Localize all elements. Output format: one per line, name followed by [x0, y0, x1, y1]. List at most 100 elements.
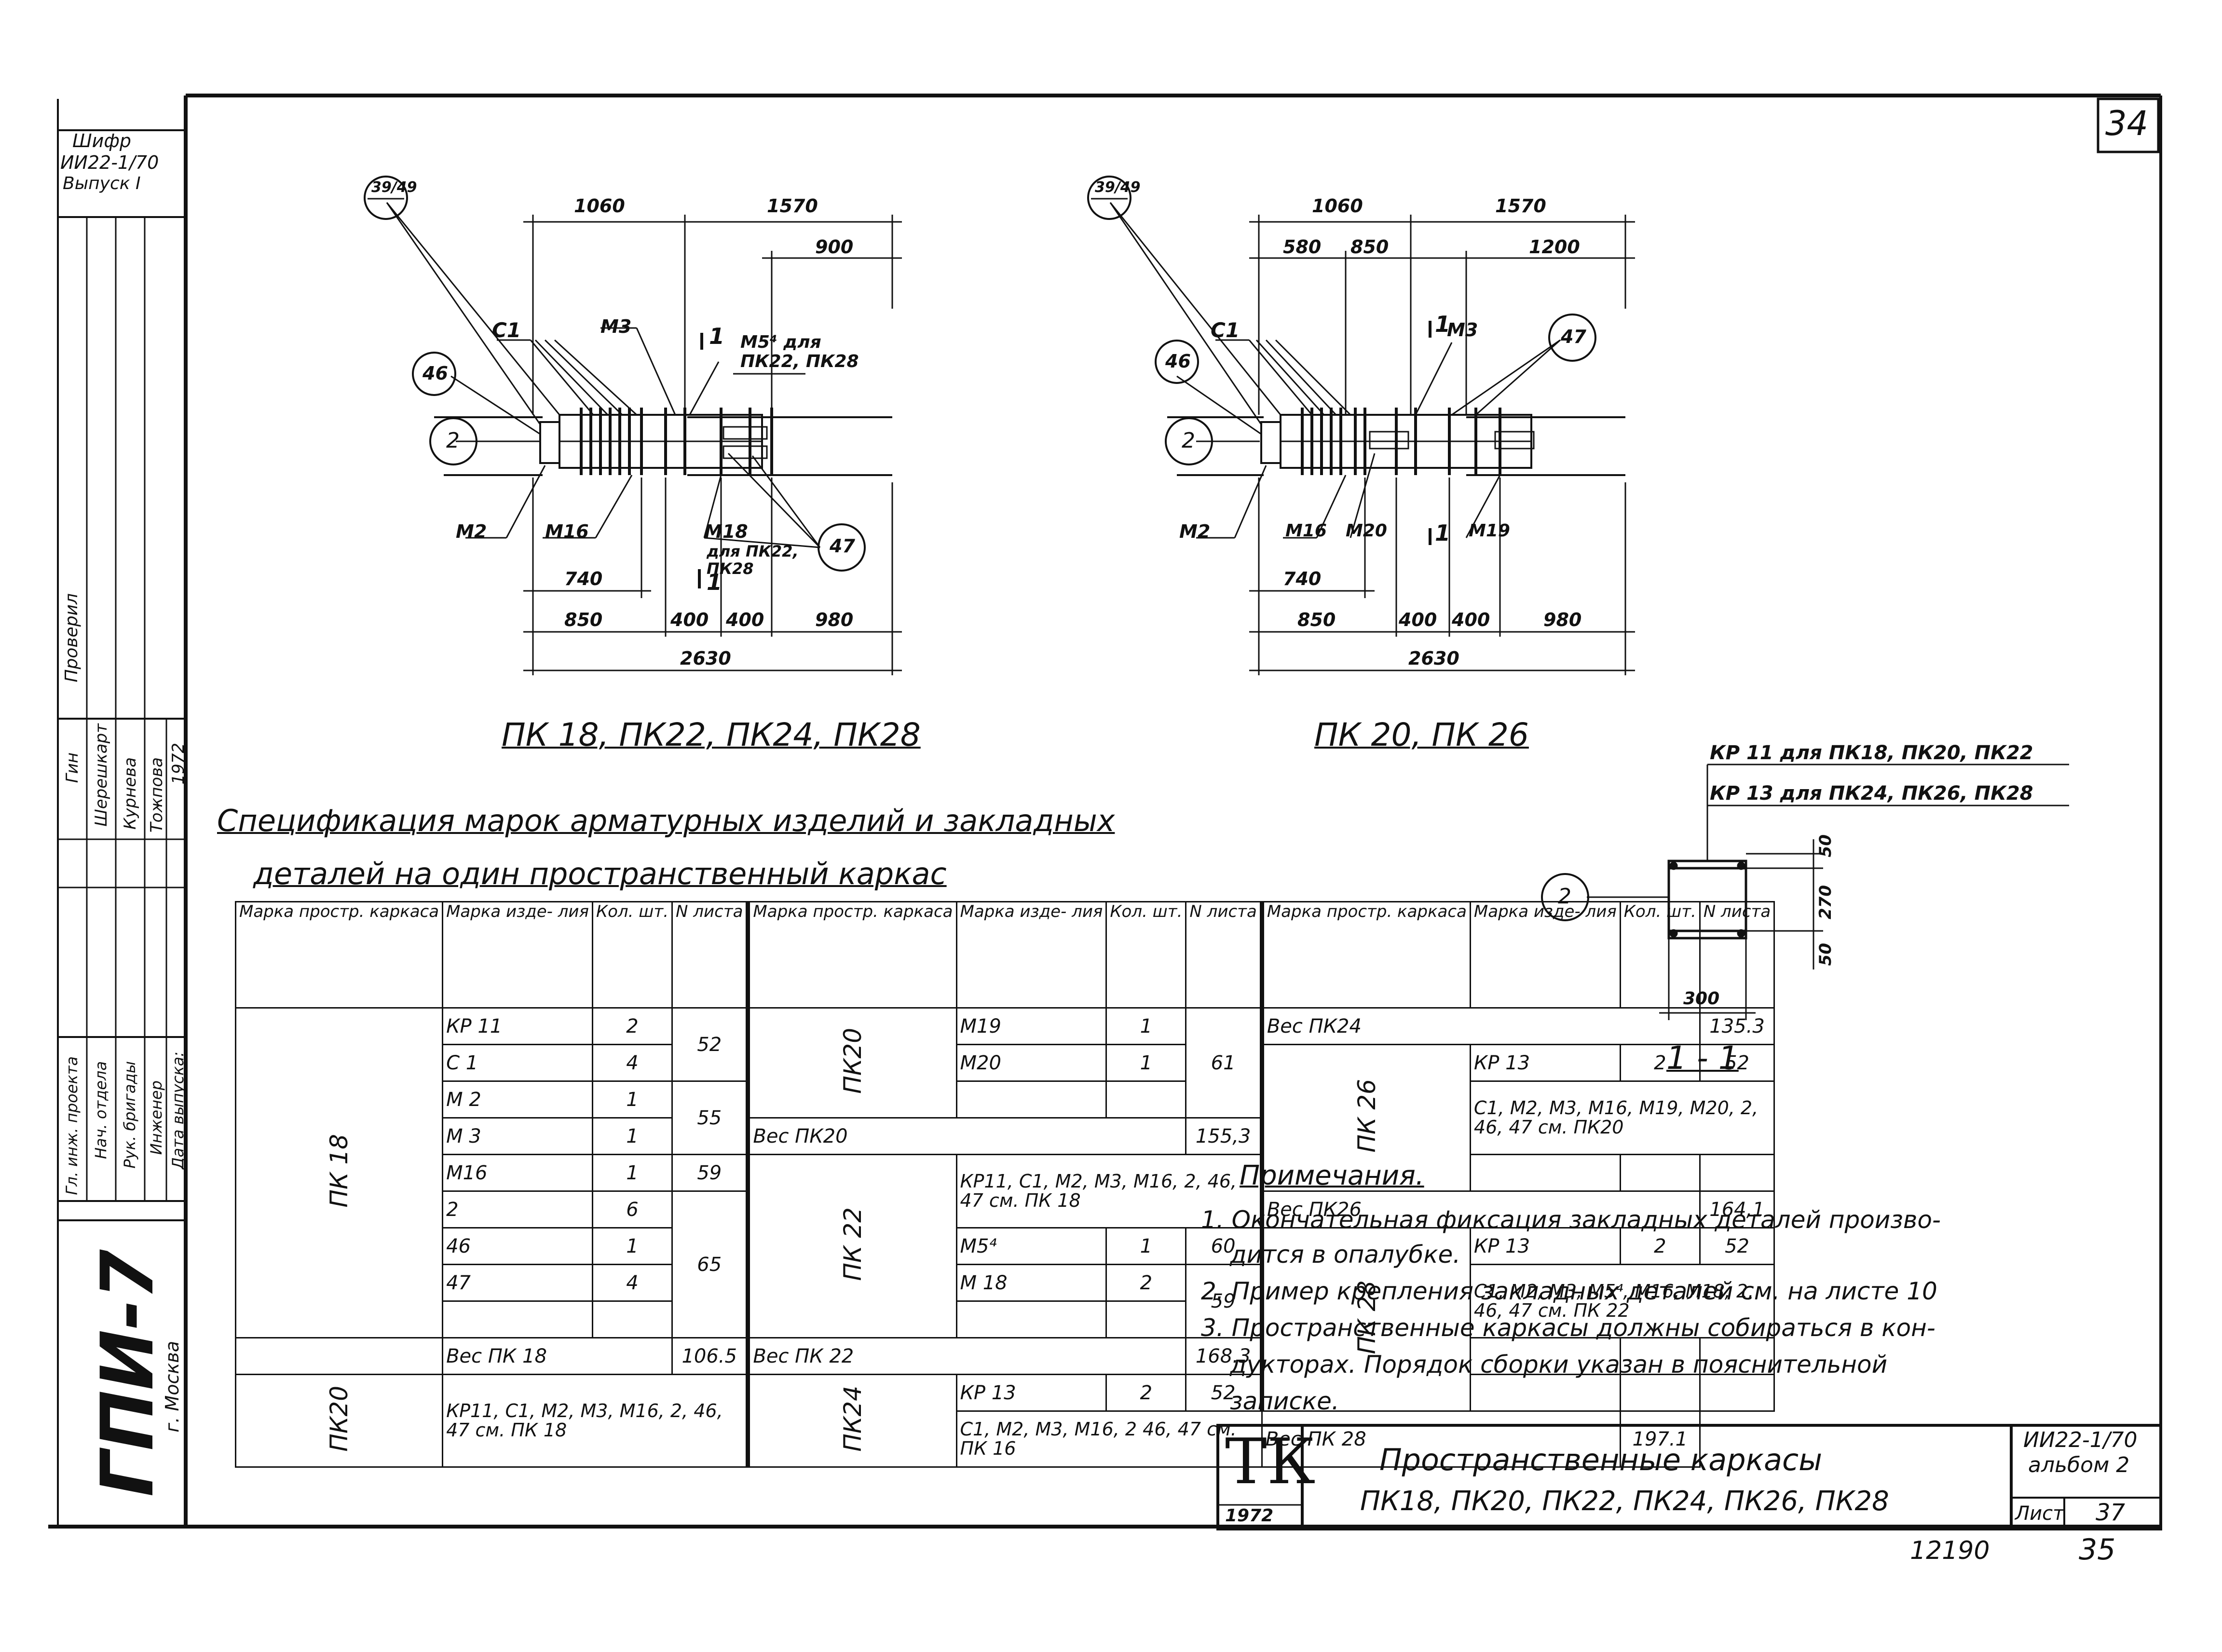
table-row: С1, М2, М3, М16, 2 46, 47 см. ПК 16 Вес … [236, 1410, 1774, 1468]
d2-dim-850b: 850 [1297, 609, 1336, 630]
table-cell: Вес ПК 22 [746, 1337, 1187, 1375]
table-cell: 52 [1699, 1044, 1775, 1082]
d1-dim-850: 850 [564, 609, 603, 630]
table-cell: 1 [1105, 1227, 1187, 1265]
spec-pk20-mark: ПК20 [234, 1374, 444, 1468]
footer-page: 35 [2079, 1533, 2116, 1567]
d1-label-c1: С1 [492, 318, 521, 342]
table-cell: М5⁴ [955, 1227, 1107, 1265]
table-cell: 46 [442, 1227, 593, 1265]
table-cell: 1 [1105, 1007, 1187, 1045]
strip-code-issue: Выпуск I [63, 174, 141, 193]
table-cell: 59 [1185, 1264, 1263, 1338]
spec-pk18-mark: ПК 18 [234, 1007, 444, 1338]
strip-role-1: Гл. инж. проекта [63, 1056, 81, 1195]
d2-callout-2: 2 [1182, 428, 1195, 453]
spec-hdr-mark-2: Марка простр. каркаса [746, 901, 957, 1009]
spec-hdr-item-1: Марка изде- лия [442, 901, 593, 1009]
table-cell: М16 [442, 1154, 593, 1192]
section-dim-270: 270 [1816, 885, 1835, 919]
spec-hdr-sheet-1: N листа [671, 901, 749, 1009]
table-cell: КР 13 [1469, 1044, 1621, 1082]
strip-role-2: Нач. отдела [92, 1061, 110, 1160]
table-cell: 65 [671, 1190, 749, 1338]
table-cell: 61 [1185, 1007, 1263, 1119]
table-cell: 6 [591, 1190, 673, 1229]
d2-dim-1570: 1570 [1495, 195, 1546, 217]
d2-callout-46: 46 [1165, 351, 1191, 372]
table-cell: 1 [1105, 1044, 1187, 1082]
section-dim-50-top: 50 [1816, 834, 1835, 858]
table-row: ПК20 КР11, С1, М2, М3, М16, 2, 46, 47 см… [234, 1374, 1775, 1468]
notes-line-2: дится в опалубке. [1230, 1241, 1461, 1269]
d1-title: ПК 18, ПК22, ПК24, ПК28 [502, 716, 921, 753]
table-cell: КР 13 [955, 1374, 1107, 1412]
table-cell: Вес ПК 18 [442, 1337, 673, 1375]
table-cell: 2 [1105, 1374, 1187, 1412]
d2-label-m20: М20 [1346, 521, 1387, 541]
spec-hdr-sheet-3: N листа [1699, 901, 1775, 1009]
table-cell: 47 [442, 1264, 593, 1302]
section-kr11-label: КР 11 для ПК18, ПК20, ПК22 [1710, 742, 2033, 764]
spec-hdr-item-2: Марка изде- лия [955, 901, 1107, 1009]
d2-dim-980: 980 [1543, 609, 1582, 630]
stamp-album: альбом 2 [2028, 1453, 2130, 1477]
table-row: 46 1 М5⁴ 1 60 ПК 28 КР 13 2 52 [236, 1227, 1775, 1412]
table-row: М 2 1 55 С1, М2, М3, М16, М19, М20, 2, 4… [236, 1080, 1775, 1155]
table-cell: 168.3 [1185, 1337, 1263, 1375]
d1-label-m16: М16 [545, 521, 589, 542]
spec-pk26-mark: ПК 26 [1259, 1044, 1471, 1192]
strip-city: г. Москва [162, 1341, 183, 1433]
stamp-logo: ТК [1225, 1425, 1316, 1498]
d1-label-m18: М18 [704, 521, 748, 542]
table-cell: 60 [1185, 1227, 1263, 1265]
strip-name-4: Тожпова [147, 757, 166, 833]
table-cell [1469, 1337, 1621, 1375]
table-cell: 52 [1699, 1227, 1775, 1265]
d1-section-mark-top: 1 [709, 323, 725, 349]
table-cell: Вес ПК20 [746, 1117, 1187, 1155]
table-cell: 2 [1619, 1044, 1701, 1082]
strip-code-top: Шифр [72, 130, 131, 151]
d2-label-m3: М3 [1447, 319, 1478, 341]
d1-dim-980: 980 [815, 609, 854, 630]
stamp-series: ИИ22-1/70 [2023, 1428, 2138, 1452]
section-kr13-label: КР 13 для ПК24, ПК26, ПК28 [1710, 782, 2033, 805]
table-cell [1619, 1374, 1701, 1412]
table-cell: М 2 [442, 1080, 593, 1119]
table-cell: 55 [671, 1080, 749, 1155]
table-row: ПК 18 КР 11 2 52 ПК20 М19 1 61 Вес ПК24 … [234, 1007, 1775, 1338]
d1-callout-2: 2 [446, 428, 460, 453]
table-cell [591, 1300, 673, 1338]
strip-code-series: ИИ22-1/70 [60, 152, 159, 173]
stamp-title-line1: Пространственные каркасы [1379, 1442, 1823, 1477]
spec-table: Марка простр. каркаса Марка изде- лия Ко… [234, 901, 1775, 1468]
d2-section-mark-bottom: 1 [1435, 520, 1451, 546]
spec-hdr-sheet-2: N листа [1185, 901, 1263, 1009]
table-row: С 1 4 М20 1 ПК 26 КР 13 2 52 [236, 1044, 1775, 1192]
table-cell: С1, М2, М3, М5⁴, М16, М18, 2, 46, 47 см.… [1469, 1264, 1775, 1338]
table-cell: КР 13 [1469, 1227, 1621, 1265]
table-cell [1619, 1337, 1701, 1375]
spec-pk24-mark: ПК24 [746, 1374, 957, 1468]
table-cell [234, 1337, 444, 1375]
footer-archive: 12190 [1910, 1536, 1990, 1565]
table-cell: М 3 [442, 1117, 593, 1155]
spec-hdr-qty-2: Кол. шт. [1105, 901, 1187, 1009]
notes-line-5: дукторах. Порядок сборки указан в поясни… [1230, 1351, 1888, 1379]
sheet-number: 34 [2105, 104, 2149, 143]
spec-title-line2: деталей на один пространственный каркас [253, 856, 947, 891]
d1-dim-900: 900 [815, 236, 854, 258]
d1-dim-400b: 400 [726, 609, 764, 630]
d2-callout-47: 47 [1561, 326, 1586, 347]
table-cell [1699, 1337, 1775, 1375]
table-row [236, 1300, 1774, 1338]
spec-hdr-mark-3: Марка простр. каркаса [1259, 901, 1471, 1009]
table-cell: 1 [591, 1117, 673, 1155]
stamp-year: 1972 [1225, 1506, 1274, 1526]
table-cell: Вес ПК 28 [1261, 1410, 1621, 1468]
notes-line-3: 2. Пример крепления закладных деталей см… [1201, 1277, 1937, 1305]
table-cell: КР11, С1, М2, М3, М16, 2, 46, 47 см. ПК … [442, 1374, 749, 1468]
spec-hdr-mark-1: Марка простр. каркаса [234, 901, 444, 1009]
